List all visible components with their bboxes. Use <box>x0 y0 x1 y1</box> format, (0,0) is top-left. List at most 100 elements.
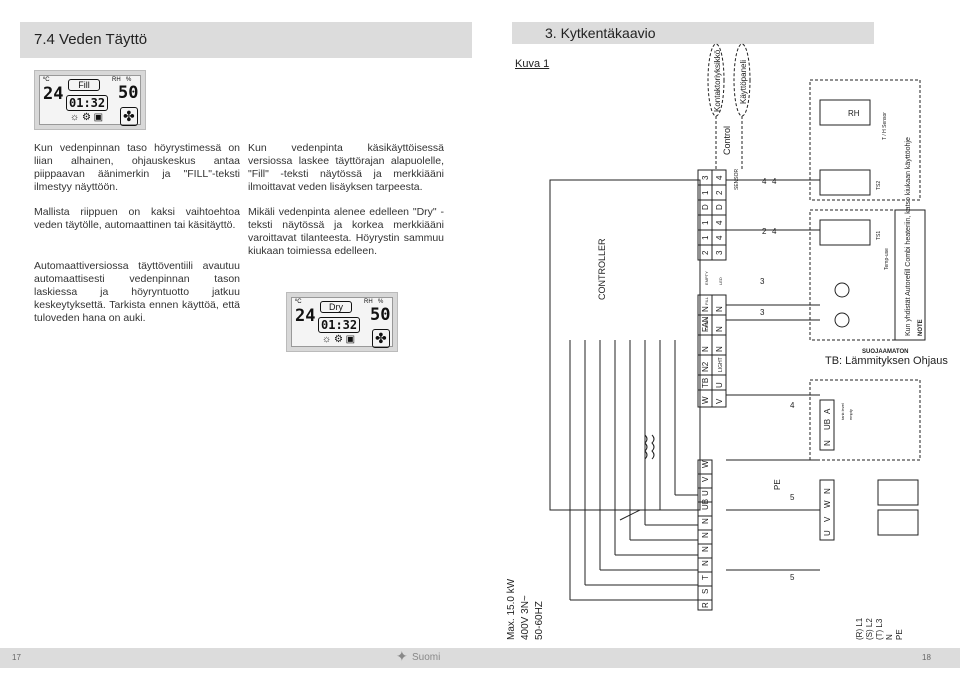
label-kontaktoriyksikko: Kontaktoriyksikkö <box>713 49 722 112</box>
terminal-big-3: N <box>701 560 710 566</box>
paragraph: Kun vedenpinta käsikäyttöisessä versioss… <box>248 142 444 193</box>
terminal-big-7: UB <box>701 499 710 510</box>
wire-num: 4 <box>762 177 767 186</box>
terminal-right2-2: W <box>823 500 832 508</box>
time-value: 01:32 <box>318 317 361 333</box>
wire-num: 4 <box>772 227 777 236</box>
label-suojaamaton: SUOJAAMATON <box>862 349 908 355</box>
temp-unit: ºC <box>295 299 302 305</box>
terminal-mid-5: N <box>701 306 710 312</box>
sensor-rh <box>819 99 871 126</box>
fan-icon: ✤ <box>372 329 390 348</box>
rh-label: RH <box>112 77 121 83</box>
fan-icon: ✤ <box>120 107 138 126</box>
wire-num: 3 <box>760 308 765 317</box>
rh-unit: % <box>378 299 384 305</box>
phase-l1: (R) L1 <box>855 617 864 640</box>
terminal-big-10: W <box>701 460 710 468</box>
terminal-bottom-1: 4 <box>715 235 724 240</box>
phase-l3: (T) L3 <box>875 618 884 640</box>
terminal-mid-lower-2: LIGHT <box>718 357 724 372</box>
label-led: LED <box>718 277 723 285</box>
terminal-mid-lower-4: N <box>715 326 724 332</box>
terminal-right-1: UB <box>823 419 832 430</box>
wire-num: 4 <box>772 177 777 186</box>
terminal-big-9: V <box>701 476 710 482</box>
terminal-right2-1: V <box>823 516 832 522</box>
terminal-block-power <box>697 459 713 611</box>
terminal-bottom-3: D <box>715 204 724 210</box>
lcd-screen: ºC 24 Dry 01:32 RH % 50 ☼ ⚙ ▣ ✤ <box>291 297 393 348</box>
rh-value: 50 <box>370 305 391 325</box>
terminal-bottom-0: 3 <box>715 250 724 255</box>
rh-value: 50 <box>118 83 139 103</box>
wire-num: 3 <box>760 277 765 286</box>
terminal-right-0: N <box>823 440 832 446</box>
paragraph: Kun vedenpinnan taso höyrystimessä on li… <box>34 142 240 193</box>
lcd-screen: ºC 24 Fill 01:32 RH % 50 ☼ ⚙ ▣ ✤ <box>39 75 141 126</box>
label-note-auto: Kun yhdistät Autorefill Combi heateriin,… <box>905 137 912 336</box>
label-control: Control <box>722 126 732 155</box>
footer-bar-right <box>490 648 960 668</box>
terminal-right2-0: U <box>823 530 832 536</box>
wire-num: 5 <box>790 573 795 582</box>
rh-unit: % <box>126 77 132 83</box>
label-temp-use: Temp-use <box>884 248 890 270</box>
label-empty2: empty <box>848 409 853 420</box>
compass-icon: ✦ <box>396 648 408 664</box>
label-sensor: SENSOR <box>734 168 740 190</box>
paragraph: Mikäli vedenpinta alenee edelleen "Dry" … <box>248 206 444 257</box>
rh-label: RH <box>364 299 373 305</box>
terminal-big-2: T <box>701 575 710 580</box>
footer-bar-left <box>0 648 490 668</box>
terminal-mid-2: N2 <box>701 361 710 372</box>
sensor-t1 <box>819 169 871 196</box>
phase-l2: (S) L2 <box>865 618 874 640</box>
time-value: 01:32 <box>66 95 109 111</box>
light-icon: ☼ ⚙ ▣ <box>322 334 356 345</box>
label-fill: FILL <box>704 296 709 305</box>
section-title-bar <box>512 22 874 44</box>
paragraph: Mallista riippuen on kaksi vaihtoehtoa v… <box>34 206 240 231</box>
terminal-mid-1: TB <box>701 378 710 388</box>
label-ts2: TS2 <box>876 181 882 190</box>
terminal-big-4: N <box>701 546 710 552</box>
label-controller: CONTROLLER <box>597 238 607 300</box>
phase-pe: PE <box>895 629 904 640</box>
terminal-top-1: 1 <box>701 235 710 240</box>
section-title: 7.4 Veden Täyttö <box>34 31 148 48</box>
terminal-mid-lower-0: V <box>715 398 724 404</box>
footer-language: Suomi <box>412 652 441 663</box>
label-drain: DRAIN <box>704 317 709 330</box>
terminal-bottom-4: 2 <box>715 190 724 195</box>
wiring-diagram: CONTROLLER Control Kontaktoriyksikkö Käy… <box>506 43 948 640</box>
controller-box <box>549 179 701 511</box>
terminal-mid-lower-3: N <box>715 346 724 352</box>
temp-value: 24 <box>295 306 316 326</box>
wire-num: 4 <box>790 401 795 410</box>
terminal-top-5: 3 <box>701 175 710 180</box>
temp-unit: ºC <box>43 77 50 83</box>
label-note: NOTE <box>918 319 924 336</box>
phase-n: N <box>885 634 894 640</box>
wire-num: 5 <box>790 493 795 502</box>
terminal-right-2: A <box>823 408 832 414</box>
section-title: 3. Kytkentäkaavio <box>545 25 656 41</box>
terminal-top-2: 1 <box>701 220 710 225</box>
light-icon: ☼ ⚙ ▣ <box>70 112 104 123</box>
figure-label: Kuva 1 <box>515 58 550 70</box>
display-panel-dry: ºC 24 Dry 01:32 RH % 50 ☼ ⚙ ▣ ✤ <box>286 292 398 352</box>
label-empty: EMPTY <box>704 271 709 285</box>
label-supply: Max. 15.0 kW <box>506 578 517 640</box>
mode-label: Dry <box>320 301 352 313</box>
terminal-right2-3: N <box>823 488 832 494</box>
label-tank-level: tank level <box>840 403 845 420</box>
section-title-bar <box>20 22 472 58</box>
paragraph: Automaattiversiossa täyttöventiili avaut… <box>34 260 240 324</box>
label-t-rh-sensor: T / H Sensor <box>882 112 888 140</box>
terminal-top-0: 2 <box>701 250 710 255</box>
terminal-mid-lower-5: N <box>715 306 724 312</box>
terminal-bottom-5: 4 <box>715 175 724 180</box>
display-panel-fill: ºC 24 Fill 01:32 RH % 50 ☼ ⚙ ▣ ✤ <box>34 70 146 130</box>
label-tb: TB: Lämmityksen Ohjaus <box>825 355 948 367</box>
